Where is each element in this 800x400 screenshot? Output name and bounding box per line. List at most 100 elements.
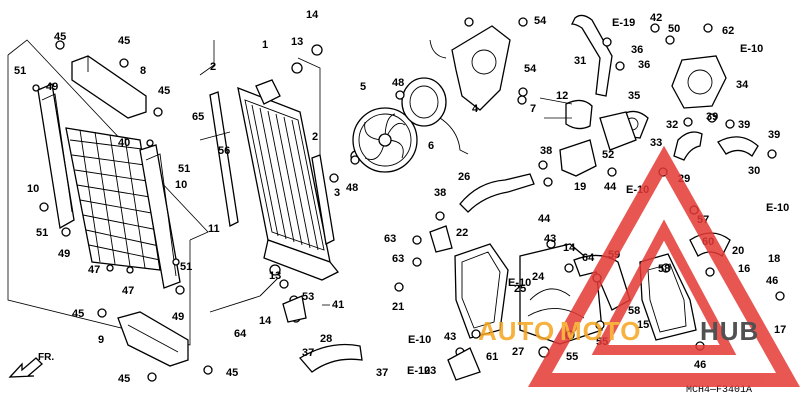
- callout-label: 46: [766, 275, 778, 287]
- callout-label: 28: [320, 333, 332, 345]
- callout-label: 39: [738, 119, 750, 131]
- callout-label: 42: [650, 12, 662, 24]
- callout-label: 44: [538, 213, 551, 225]
- callout-label: 49: [46, 81, 58, 93]
- callout-label: 34: [736, 79, 749, 91]
- callout-label: 13: [291, 36, 303, 48]
- callout-label: 6: [428, 140, 434, 152]
- radiator-group: [199, 40, 362, 323]
- callout-label: 22: [456, 227, 468, 239]
- callout-label: 46: [694, 359, 706, 371]
- callout-label: 53: [302, 291, 314, 303]
- callout-label: 25: [514, 283, 526, 295]
- callout-label: 61: [486, 351, 498, 363]
- callout-label: 40: [118, 137, 130, 149]
- callout-label: 54: [534, 15, 547, 27]
- diagram-code: MCH4—F3401A: [686, 385, 752, 396]
- watermark-logo: AUTO MOTO HUB: [478, 145, 800, 387]
- callout-label: 58: [628, 305, 640, 317]
- callout-label: 45: [118, 373, 130, 385]
- callout-label: 62: [722, 25, 734, 37]
- callout-label: 65: [192, 111, 204, 123]
- callout-label: 45: [54, 31, 66, 43]
- callout-label: 49: [58, 248, 70, 260]
- callout-label: 30: [748, 165, 760, 177]
- ref-label: E-10: [508, 277, 531, 289]
- callout-label: 45: [118, 35, 130, 47]
- callout-label: 14: [306, 9, 319, 21]
- callout-label: 32: [666, 119, 678, 131]
- callout-label: 8: [140, 65, 146, 77]
- callout-label: 63: [384, 233, 396, 245]
- callout-label: 58: [658, 263, 670, 275]
- callout-label: 55: [566, 351, 578, 363]
- callout-label: 2: [312, 131, 318, 143]
- callout-label: 45: [158, 85, 170, 97]
- callout-label: 21: [392, 301, 404, 313]
- fan-group: [350, 17, 528, 173]
- callout-label: 10: [27, 183, 39, 195]
- callout-label: 47: [122, 285, 134, 297]
- callout-label: 3: [334, 187, 340, 199]
- callout-label: 4: [472, 103, 479, 115]
- watermark-triangle: [528, 145, 800, 387]
- callout-label: 43: [544, 233, 556, 245]
- callout-label: 37: [376, 367, 388, 379]
- callout-label: 16: [738, 263, 750, 275]
- callout-label: 41: [332, 299, 344, 311]
- callout-label: 51: [178, 163, 190, 175]
- callout-label: 64: [582, 252, 595, 264]
- callout-label: 54: [524, 63, 537, 75]
- callout-label: 11: [208, 223, 220, 235]
- callout-label: 2: [210, 61, 216, 73]
- callout-label: 44: [604, 181, 617, 193]
- callout-label: 51: [180, 261, 192, 273]
- callout-label: 39: [768, 129, 780, 141]
- callout-label: 12: [556, 90, 568, 102]
- ref-label: E-10: [407, 365, 430, 377]
- callout-label: 35: [628, 90, 640, 102]
- callout-label: 64: [234, 328, 247, 340]
- callout-label: 45: [72, 308, 84, 320]
- callout-label: 33: [650, 137, 662, 149]
- callout-label: 7: [530, 103, 536, 115]
- callout-label: 27: [512, 346, 524, 358]
- ref-label: E-10: [766, 202, 789, 214]
- callout-label: 48: [346, 182, 358, 194]
- callout-label: 51: [36, 227, 48, 239]
- callout-label: 14: [563, 242, 576, 254]
- callout-label: 36: [631, 44, 643, 56]
- callout-label: 31: [574, 55, 586, 67]
- callout-label: 47: [88, 264, 100, 276]
- callout-label: 1: [262, 39, 268, 51]
- callout-label: 63: [392, 253, 404, 265]
- callout-label: 48: [392, 77, 404, 89]
- callout-label: 14: [259, 315, 272, 327]
- watermark-text-b: MOTO: [560, 316, 642, 346]
- callout-label: 49: [172, 311, 184, 323]
- callout-label: 50: [668, 23, 680, 35]
- thermostat-group: [518, 14, 777, 170]
- callout-label: 24: [532, 271, 545, 283]
- front-direction-marker: FR.: [8, 352, 54, 378]
- watermark-text-c: HUB: [700, 316, 759, 346]
- callout-label: 18: [768, 253, 780, 265]
- callout-label: 38: [540, 145, 552, 157]
- callout-label: 36: [638, 59, 650, 71]
- callout-label: 23: [424, 365, 436, 377]
- callout-label: 10: [175, 179, 187, 191]
- callout-label: 45: [226, 367, 238, 379]
- callout-label: 43: [444, 331, 456, 343]
- callout-label: 39: [706, 111, 718, 123]
- left-shroud-group: [7, 39, 213, 382]
- callout-label: 51: [14, 65, 26, 77]
- callout-label: 5: [360, 81, 366, 93]
- callout-label: 9: [98, 334, 104, 346]
- callout-label: 38: [434, 187, 446, 199]
- callout-label: 13: [269, 270, 281, 282]
- callout-label: 17: [774, 324, 786, 336]
- ref-label: E-19: [612, 17, 635, 29]
- callout-label: 26: [458, 171, 470, 183]
